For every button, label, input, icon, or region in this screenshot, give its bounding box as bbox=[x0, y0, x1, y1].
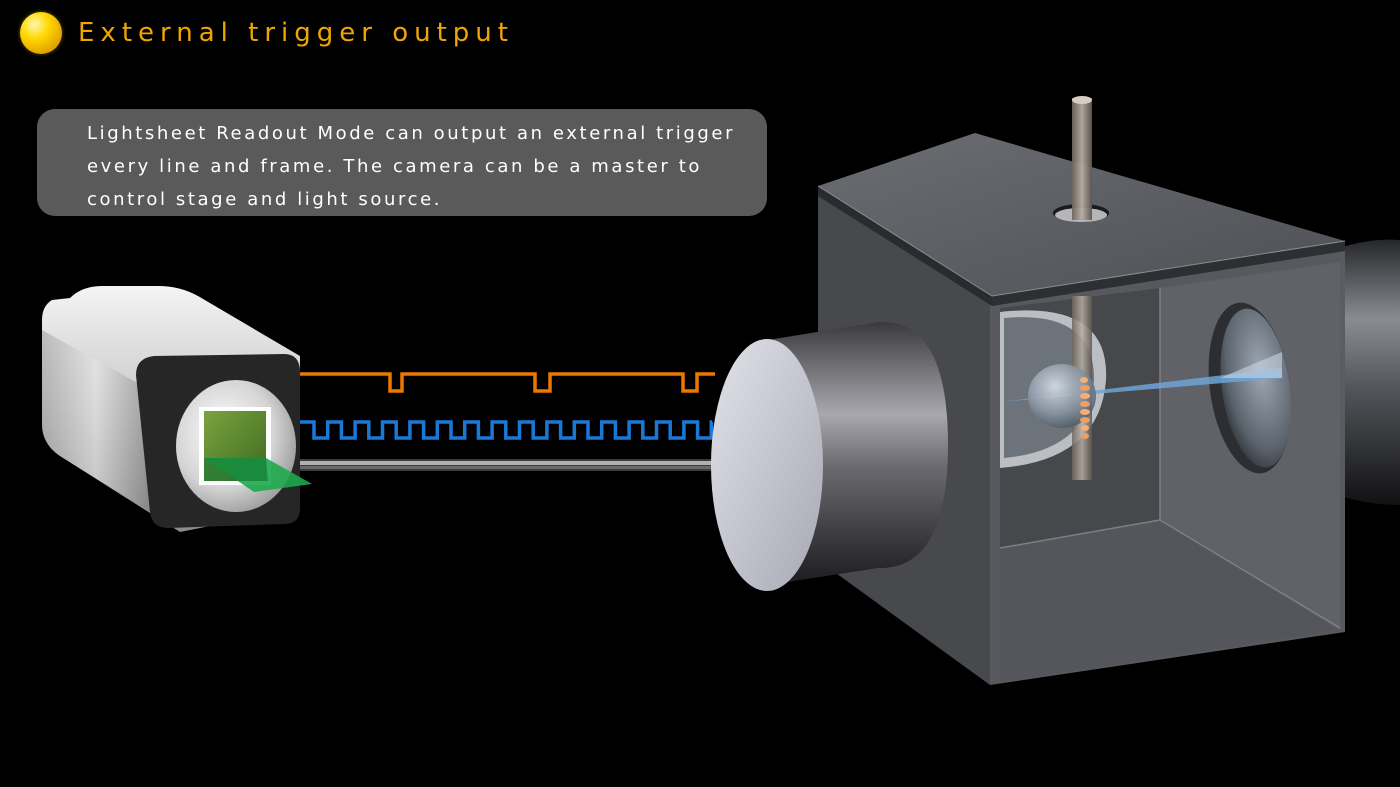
line-trigger-signal bbox=[300, 420, 714, 440]
title-bar: External trigger output bbox=[20, 12, 514, 54]
detection-objective bbox=[711, 321, 948, 591]
frame-trigger-signal bbox=[300, 372, 715, 393]
description-text: Lightsheet Readout Mode can output an ex… bbox=[87, 123, 736, 210]
sample-chamber bbox=[817, 96, 1346, 685]
page-title: External trigger output bbox=[78, 18, 514, 48]
specimen bbox=[1080, 377, 1090, 439]
camera bbox=[42, 286, 312, 532]
sun-icon bbox=[20, 12, 62, 54]
data-cable bbox=[298, 459, 723, 471]
description-callout: Lightsheet Readout Mode can output an ex… bbox=[37, 109, 767, 216]
sample bbox=[1028, 364, 1096, 428]
sample-holder-rod bbox=[1072, 98, 1092, 220]
illumination-tube bbox=[1340, 239, 1400, 505]
